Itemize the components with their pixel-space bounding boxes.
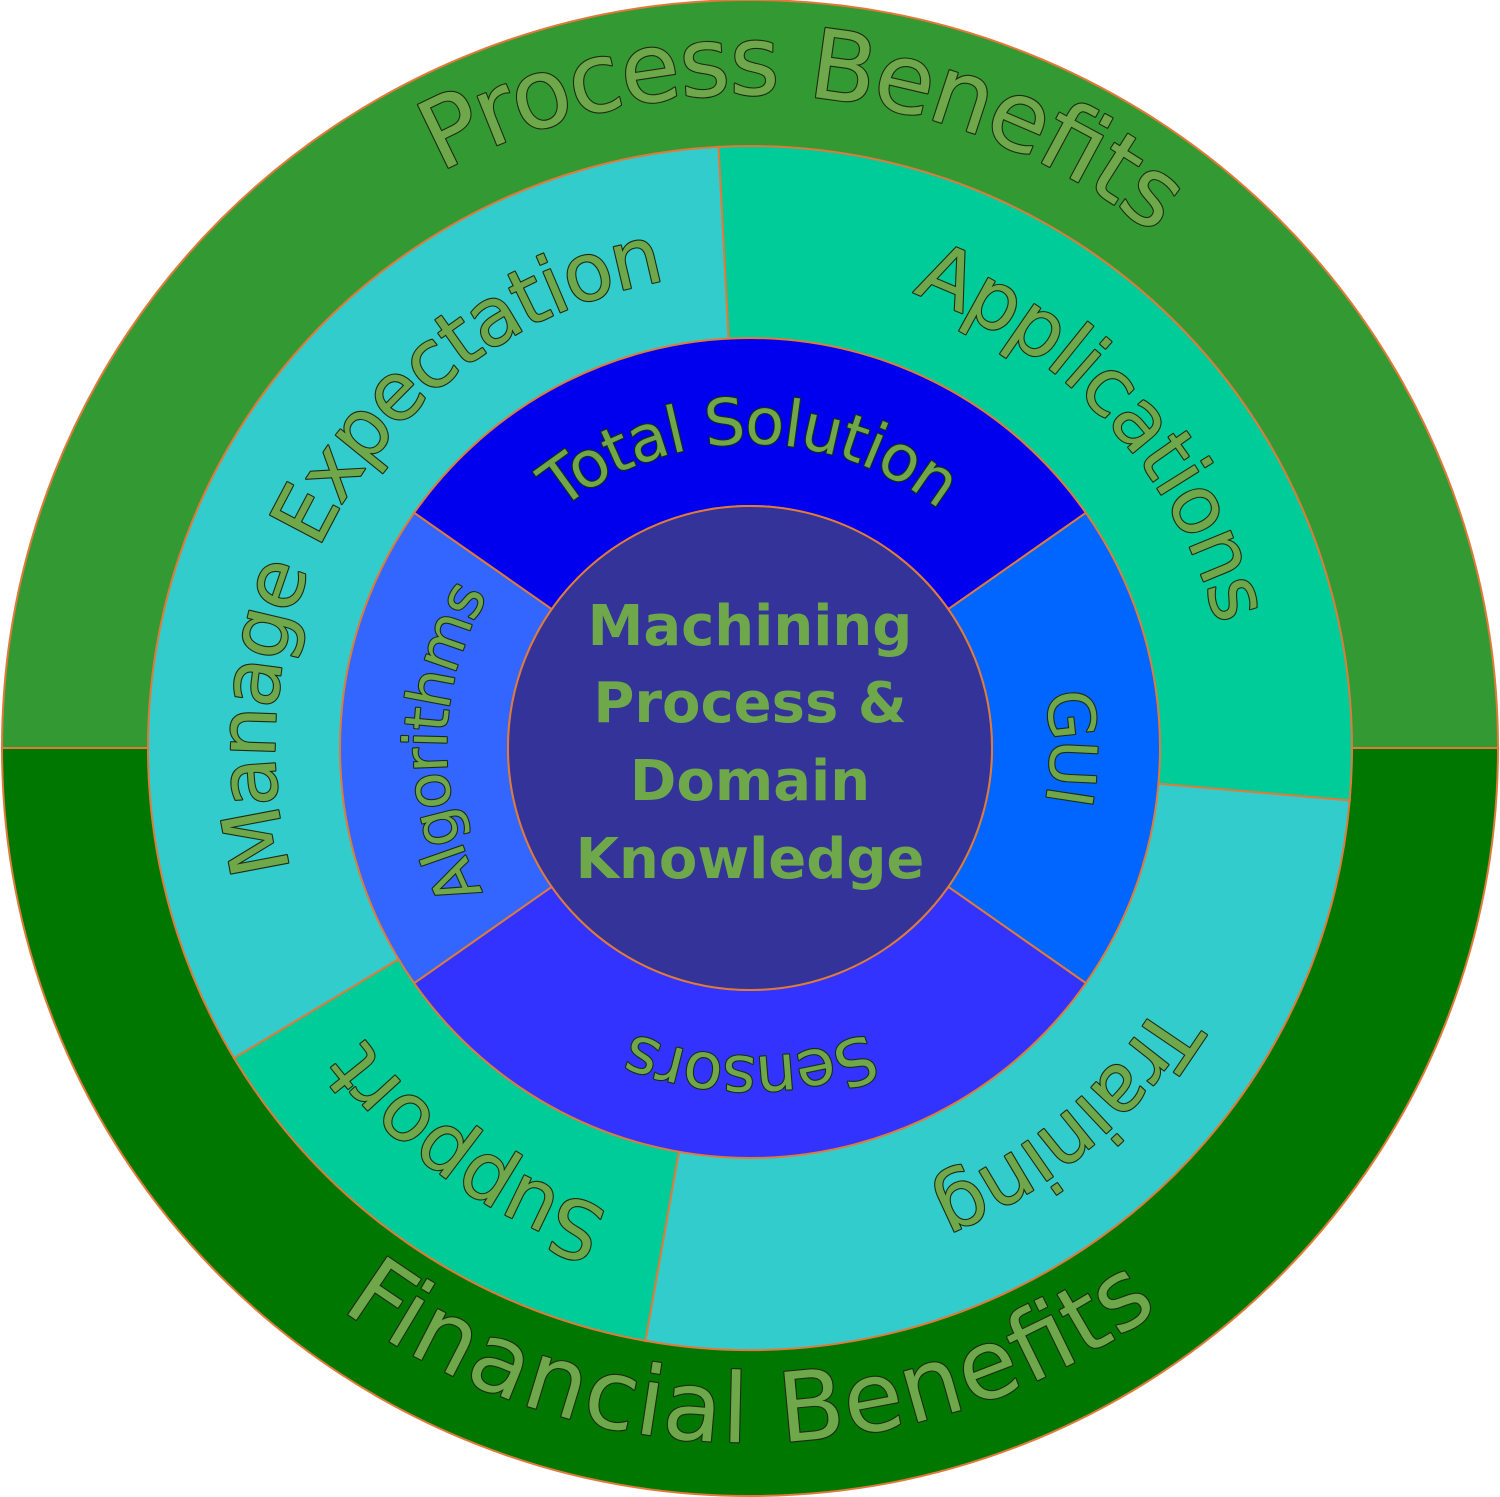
inner-ring: [339, 337, 1161, 1159]
center-circle: [507, 505, 993, 991]
center-line-3: Domain: [630, 749, 870, 814]
center-line-1: Machining: [588, 594, 913, 659]
center-line-4: Knowledge: [576, 827, 925, 892]
center-line-2: Process &: [593, 671, 906, 736]
center-circle-group: Machining Process & Domain Knowledge: [507, 505, 993, 991]
gui-label: GUI: [1030, 686, 1109, 811]
